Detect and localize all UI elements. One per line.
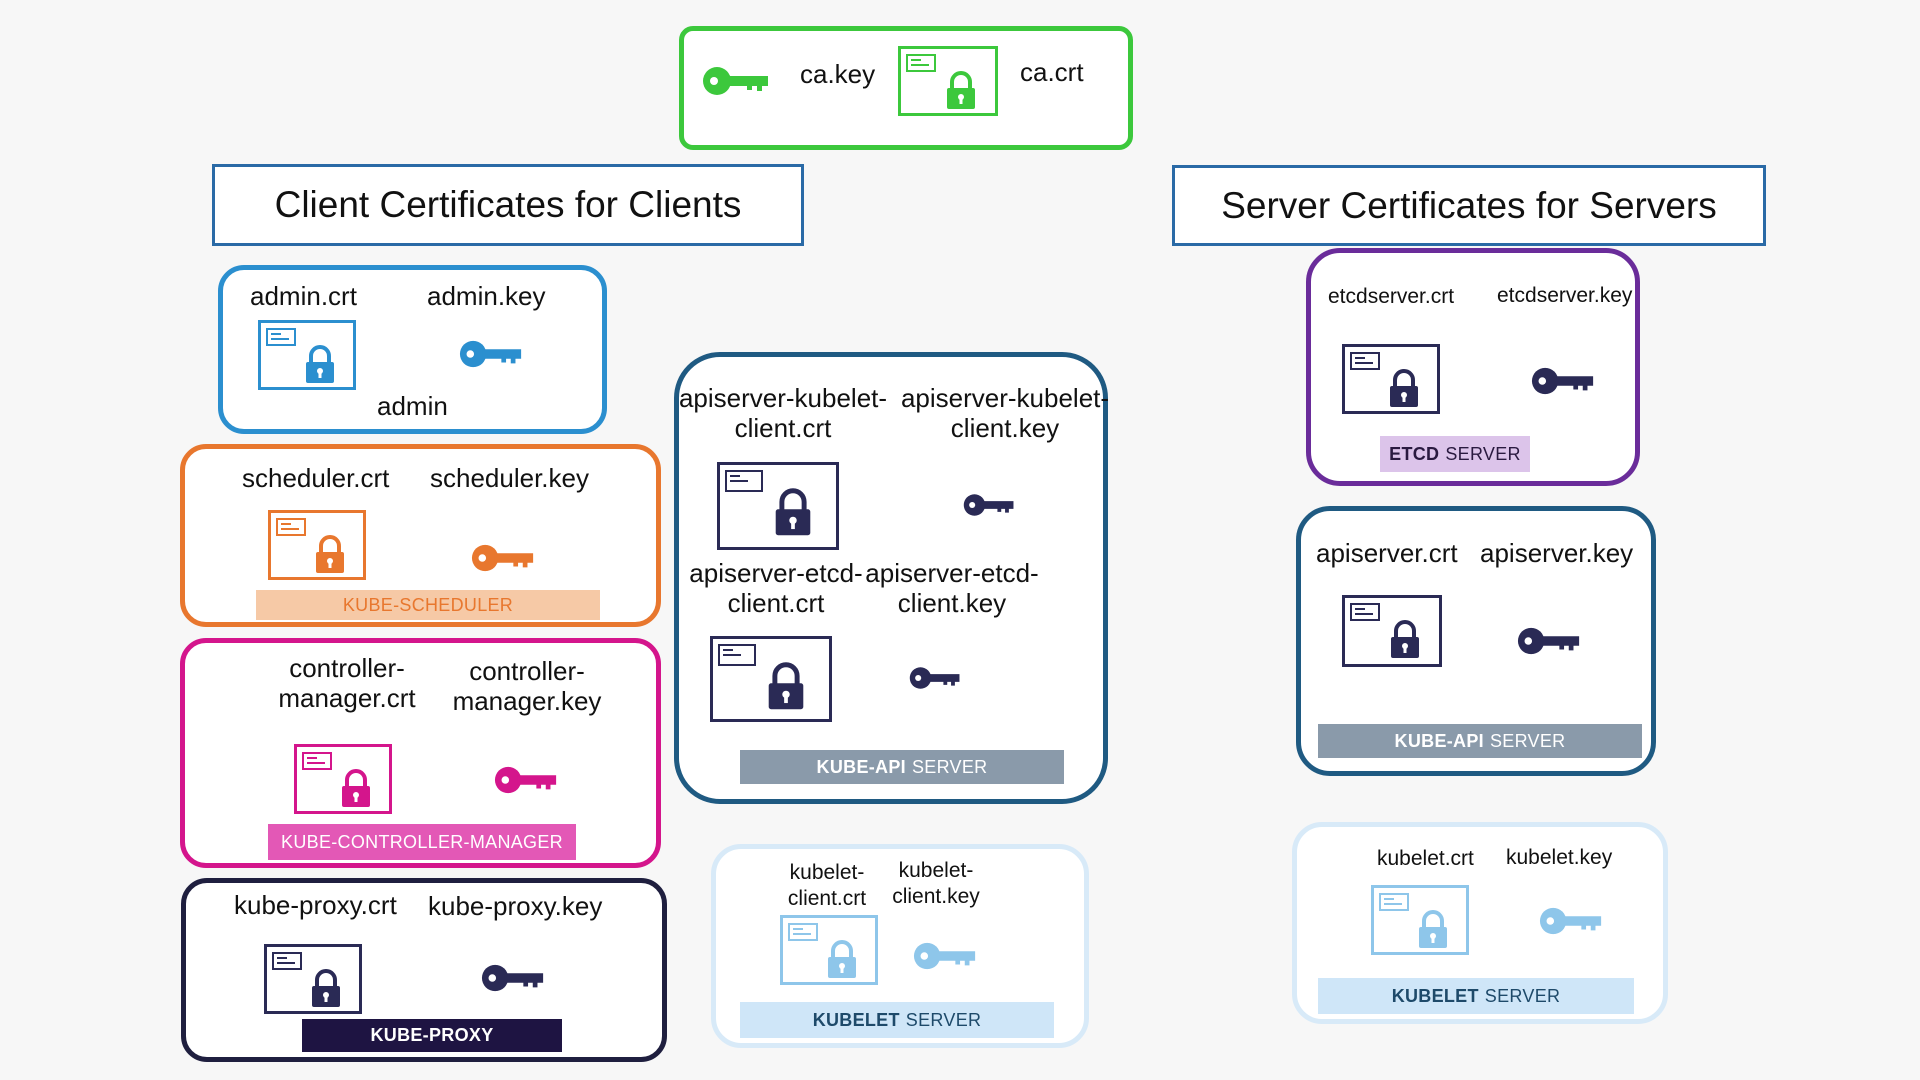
admin-name-label: admin [377, 391, 448, 421]
kube-api-server-client-banner-bold: KUBE-API [816, 756, 906, 777]
kubelet-client-banner-bold: KUBELET [812, 1009, 900, 1030]
ca-crt-icon [898, 46, 998, 116]
kube-controller-manager-banner: KUBE-CONTROLLER-MANAGER [268, 824, 576, 860]
controller-manager-key-icon [493, 764, 559, 796]
etcd-server-banner-bold: ETCD [1389, 443, 1440, 464]
kube-proxy-crt-label: kube-proxy.crt [234, 890, 397, 920]
etcd-server-banner-rest: SERVER [1445, 443, 1521, 464]
kubelet-client-banner: KUBELET SERVER [740, 1002, 1054, 1038]
apiserver-etcd-client-key-icon [908, 665, 962, 691]
apiserver-crt-label: apiserver.crt [1316, 538, 1458, 568]
kubelet-key-label: kubelet.key [1506, 846, 1613, 869]
ca-crt-label: ca.crt [1020, 57, 1084, 87]
kubelet-server-banner: KUBELET SERVER [1318, 978, 1634, 1014]
apiserver-kubelet-client-crt-icon [717, 462, 839, 550]
client-certificates-header: Client Certificates for Clients [212, 164, 804, 246]
admin-crt-icon [258, 320, 356, 390]
kube-scheduler-banner-text: KUBE-SCHEDULER [342, 594, 514, 615]
etcdserver-key-icon [1530, 365, 1596, 397]
apiserver-kubelet-client-key-label: apiserver-kubelet- client.key [900, 383, 1110, 443]
kube-controller-manager-banner-text: KUBE-CONTROLLER-MANAGER [281, 831, 563, 852]
apiserver-crt-icon [1342, 595, 1442, 667]
server-certificates-header: Server Certificates for Servers [1172, 165, 1766, 246]
kubelet-client-crt-label: kubelet- client.crt [787, 861, 867, 910]
kubelet-server-banner-bold: KUBELET [1391, 985, 1479, 1006]
apiserver-kubelet-client-crt-label: apiserver-kubelet- client.crt [678, 383, 888, 443]
admin-crt-label: admin.crt [250, 281, 357, 311]
kubelet-client-crt-icon [780, 915, 878, 985]
kube-proxy-banner-text: KUBE-PROXY [370, 1025, 494, 1045]
kube-api-server-client-banner-rest: SERVER [911, 756, 988, 777]
controller-manager-crt-label: controller- manager.crt [278, 653, 416, 713]
apiserver-etcd-client-key-label: apiserver-etcd- client.key [865, 558, 1039, 618]
ca-key-label: ca.key [800, 59, 876, 89]
kube-api-server-client-panel [674, 352, 1108, 804]
kube-api-server-banner-rest: SERVER [1489, 730, 1566, 751]
admin-key-label: admin.key [427, 281, 546, 311]
kubelet-crt-icon [1371, 885, 1469, 955]
kubelet-client-banner-rest: SERVER [905, 1009, 982, 1030]
apiserver-key-label: apiserver.key [1480, 538, 1634, 568]
controller-manager-crt-icon [294, 744, 392, 814]
kubelet-key-icon [1538, 905, 1604, 937]
kubelet-client-key-icon [912, 940, 978, 972]
kube-proxy-key-icon [480, 962, 546, 994]
etcdserver-crt-icon [1342, 344, 1440, 414]
scheduler-crt-icon [268, 510, 366, 580]
controller-manager-key-label: controller- manager.key [452, 656, 602, 716]
admin-key-icon [458, 338, 524, 370]
kube-api-server-banner: KUBE-API SERVER [1318, 724, 1642, 758]
scheduler-key-icon [470, 542, 536, 574]
etcdserver-crt-label: etcdserver.crt [1328, 285, 1455, 308]
apiserver-etcd-client-crt-icon [710, 636, 832, 722]
kube-api-server-banner-bold: KUBE-API [1394, 730, 1484, 751]
apiserver-kubelet-client-key-icon [962, 492, 1016, 518]
etcdserver-key-label: etcdserver.key [1497, 284, 1633, 307]
kube-proxy-banner: KUBE-PROXY [302, 1019, 562, 1052]
kubelet-crt-label: kubelet.crt [1377, 847, 1474, 870]
kube-proxy-crt-icon [264, 944, 362, 1014]
kube-proxy-key-label: kube-proxy.key [428, 891, 603, 921]
apiserver-etcd-client-crt-label: apiserver-etcd- client.crt [689, 558, 863, 618]
scheduler-key-label: scheduler.key [430, 463, 589, 493]
kube-scheduler-banner: KUBE-SCHEDULER [256, 590, 600, 620]
apiserver-key-icon [1516, 625, 1582, 657]
etcd-server-banner: ETCD SERVER [1380, 436, 1530, 472]
kubelet-server-banner-rest: SERVER [1484, 985, 1561, 1006]
kube-api-server-client-banner: KUBE-API SERVER [740, 750, 1064, 784]
scheduler-crt-label: scheduler.crt [242, 463, 390, 493]
kubelet-client-key-label: kubelet- client.key [892, 859, 980, 908]
ca-key-icon [702, 64, 770, 98]
